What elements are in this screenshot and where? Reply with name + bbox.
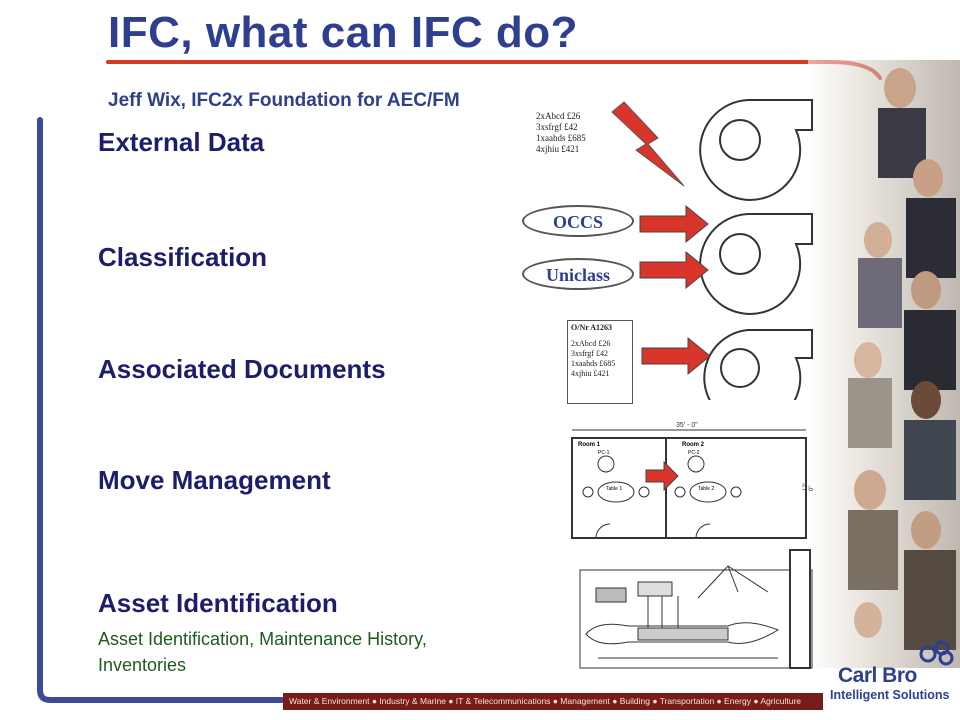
document-row: 2xAbcd £26 xyxy=(571,339,611,348)
asset-detail-line-1: Asset Identification, Maintenance Histor… xyxy=(98,629,427,649)
external-data-row: 3xsfrgf £42 xyxy=(536,122,578,132)
fan-unit-icon xyxy=(703,329,813,400)
floorplan-room2: Room 2 xyxy=(682,442,705,448)
floorplan-room1: Room 1 xyxy=(578,442,601,448)
document-header: O/Nr A1263 xyxy=(571,323,612,332)
floorplan-dimension: 35' - 0" xyxy=(676,422,698,429)
fan-unit-icon xyxy=(699,213,813,315)
arrow-icon xyxy=(639,250,709,290)
frame-top-swoosh xyxy=(106,60,882,80)
floorplan-pc1: PC-1 xyxy=(598,450,610,456)
external-data-row: 2xAbcd £26 xyxy=(536,111,581,121)
associated-document-card: O/Nr A1263 2xAbcd £26 3xsfrgf £42 1xaahd… xyxy=(567,320,633,404)
slide-title: IFC, what can IFC do? xyxy=(108,8,579,57)
floorplan-drawing xyxy=(571,429,807,539)
move-arrow-icon xyxy=(645,460,679,492)
document-row: 1xaahds £685 xyxy=(571,359,616,368)
external-data-table: 2xAbcd £26 3xsfrgf £42 1xaahds £685 4xjh… xyxy=(536,111,586,155)
carl-bro-logo-icon xyxy=(919,640,954,666)
floorplan-pc2: PC-2 xyxy=(688,450,700,456)
asset-detail-line-2: Inventories xyxy=(98,655,187,675)
fan-unit-icon xyxy=(699,99,813,201)
topic-classification: Classification xyxy=(98,242,268,272)
frame-left-line xyxy=(37,117,286,703)
arrow-icon xyxy=(641,336,711,376)
external-data-row: 4xjhiu £421 xyxy=(536,144,580,154)
logo-tagline: Intelligent Solutions xyxy=(830,688,950,702)
topic-external-data: External Data xyxy=(98,127,265,157)
floorplan-table1: Table 1 xyxy=(606,486,623,492)
logo-name: Carl Bro xyxy=(838,664,917,687)
component-diagrams xyxy=(611,99,813,400)
uniclass-code-pill: Uniclass xyxy=(522,258,634,290)
asset-schematic-drawing xyxy=(579,549,813,669)
occs-code-pill: OCCS xyxy=(522,205,634,237)
footer-services-band: Water & Environment ● Industry & Marine … xyxy=(283,693,823,710)
floorplan-table2: Table 2 xyxy=(698,486,715,492)
slide-subtitle: Jeff Wix, IFC2x Foundation for AEC/FM xyxy=(108,90,460,111)
lightning-bolt-icon xyxy=(611,101,685,187)
external-data-row: 1xaahds £685 xyxy=(536,133,586,143)
asset-identification-detail: Asset Identification, Maintenance Histor… xyxy=(98,626,427,678)
document-row: 3xsfrgf £42 xyxy=(571,349,608,358)
move-management-floorplan: 35' - 0" Room 1 Room 2 PC-1 PC-2 Table 1… xyxy=(566,422,816,542)
arrow-icon xyxy=(639,204,709,244)
document-row: 4xjhiu £421 xyxy=(571,369,610,378)
topic-move-management: Move Management xyxy=(98,465,331,495)
topic-associated-documents: Associated Documents xyxy=(98,354,386,384)
topic-asset-identification: Asset Identification xyxy=(98,588,338,618)
floorplan-side-dimension: 12' - 0" xyxy=(803,479,815,491)
people-photo-strip xyxy=(808,60,960,668)
